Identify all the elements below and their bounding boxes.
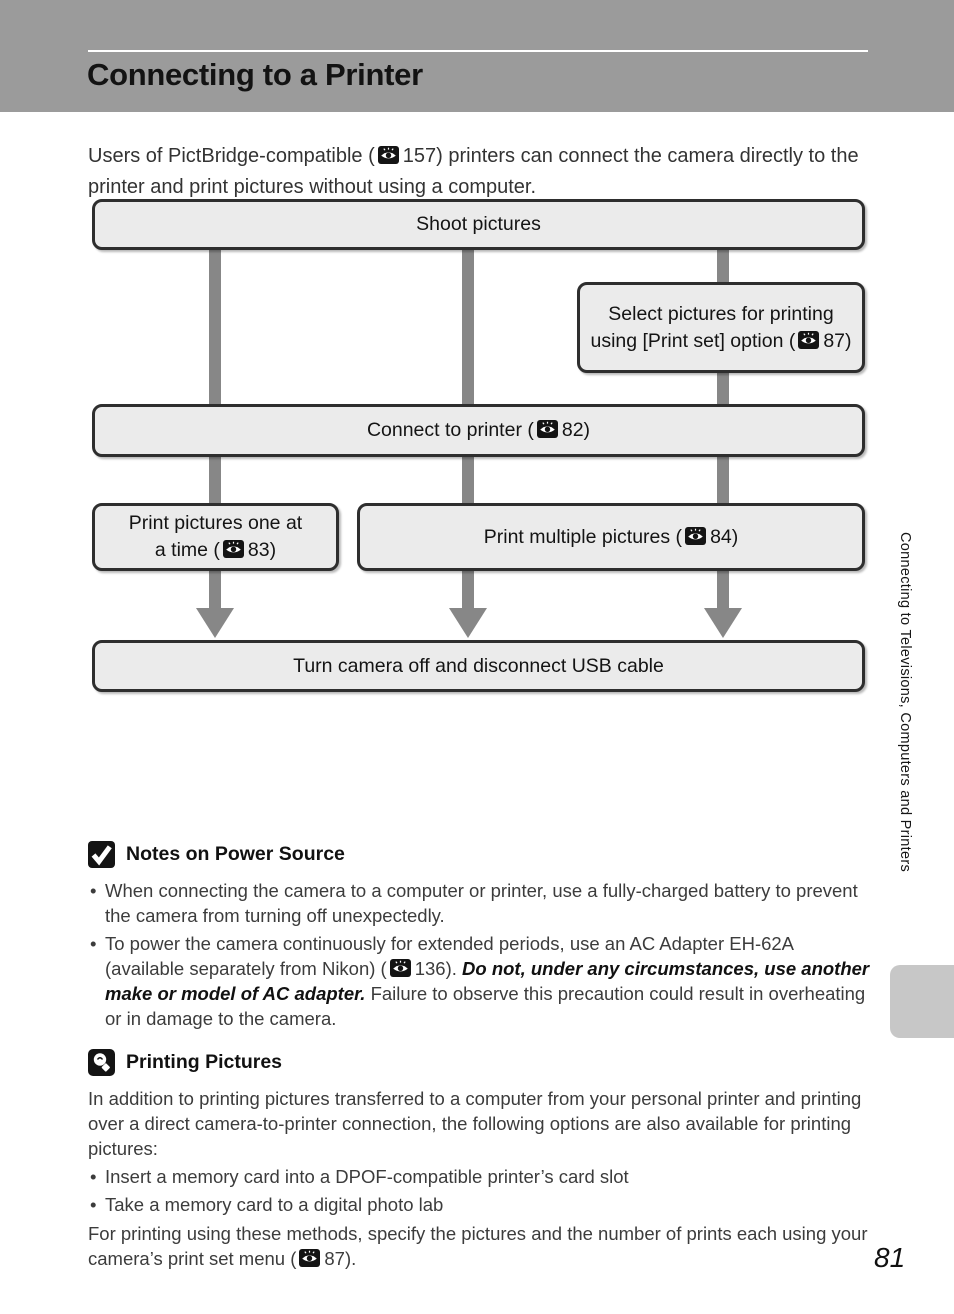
flow-turn-off-label: Turn camera off and disconnect USB cable <box>293 654 664 677</box>
page-reference-icon <box>299 1249 321 1267</box>
printing-outro-ref: 87). <box>324 1248 357 1269</box>
flow-print-one-line2: a time ( 83) <box>155 537 276 564</box>
notes-title: Notes on Power Source <box>126 843 345 865</box>
header-band <box>0 0 954 112</box>
notes-bullet-1: When connecting the camera to a computer… <box>88 878 874 928</box>
flow-select-line1: Select pictures for printing <box>608 302 834 325</box>
flow-connect-line: Connect to printer ( 82) <box>367 417 590 444</box>
printing-title: Printing Pictures <box>126 1051 283 1073</box>
flow-print-multi-ref: 84) <box>710 525 739 548</box>
page-reference-icon <box>798 330 820 349</box>
intro-text-pre: Users of PictBridge-compatible ( <box>88 145 375 167</box>
flow-box-shoot-label: Shoot pictures <box>416 213 541 235</box>
page-reference-icon <box>389 959 411 977</box>
flow-select-ref: 87) <box>823 329 852 352</box>
printing-section: Printing Pictures In addition to printin… <box>88 1049 874 1274</box>
printing-heading: Printing Pictures <box>88 1049 874 1076</box>
page-reference-icon <box>685 526 707 545</box>
flow-box-turn-off: Turn camera off and disconnect USB cable <box>92 640 865 692</box>
flow-arrowhead-center <box>449 608 487 638</box>
printing-bullet-2: Take a memory card to a digital photo la… <box>88 1192 874 1217</box>
printing-paragraph: In addition to printing pictures transfe… <box>88 1088 862 1159</box>
intro-text-post: printers can connect the camera directly… <box>88 145 859 198</box>
chapter-sidebar-label: Connecting to Televisions, Computers and… <box>897 532 913 873</box>
flow-select-line2-pre: using [Print set] option ( <box>590 329 796 352</box>
page-reference-icon <box>377 146 399 164</box>
flow-box-print-one: Print pictures one at a time ( 83) <box>92 503 339 571</box>
flow-arrowhead-left <box>196 608 234 638</box>
flow-box-select-pictures: Select pictures for printing using [Prin… <box>577 282 865 373</box>
tip-lightbulb-icon <box>88 1049 115 1076</box>
page-reference-icon <box>536 420 558 438</box>
flow-arrow-shaft-center <box>462 569 474 610</box>
flow-select-line2: using [Print set] option ( 87) <box>590 328 851 355</box>
intro-text-ref: 157) <box>402 145 443 167</box>
flow-box-shoot-pictures: Shoot pictures <box>92 199 865 250</box>
note-check-icon <box>88 841 115 868</box>
flow-arrow-shaft-right <box>717 569 729 610</box>
printing-outro: For printing using these methods, specif… <box>88 1221 874 1271</box>
flow-arrowhead-right <box>704 608 742 638</box>
flow-box-print-multiple: Print multiple pictures ( 84) <box>357 503 865 571</box>
printing-outro-pre: For printing using these methods, specif… <box>88 1223 868 1269</box>
flow-print-one-ref: 83) <box>247 539 277 561</box>
intro-paragraph: Users of PictBridge-compatible ( 157) pri… <box>88 141 872 203</box>
flow-box-connect-printer: Connect to printer ( 82) <box>92 404 865 457</box>
flow-connect-ref: 82) <box>561 419 591 441</box>
notes-bullet2-ref: 136). <box>414 958 457 979</box>
flow-print-one-line1: Print pictures one at <box>128 512 303 534</box>
header-rule <box>88 50 868 52</box>
page-reference-icon <box>222 540 244 558</box>
notes-bullet2-warning: Do not, under any circumstances, use ano… <box>105 958 870 1004</box>
flow-print-one-pre: a time ( <box>154 539 220 561</box>
printing-bullet-1: Insert a memory card into a DPOF-compati… <box>88 1164 874 1189</box>
page-title: Connecting to a Printer <box>87 57 423 92</box>
flow-print-multi-pre: Print multiple pictures ( <box>483 525 683 548</box>
notes-section: Notes on Power Source When connecting th… <box>88 841 874 1031</box>
flow-print-multi-line: Print multiple pictures ( 84) <box>484 524 739 551</box>
chapter-tab-marker <box>890 965 954 1038</box>
notes-bullet2-pre: To power the camera continuously for ext… <box>105 933 793 979</box>
notes-bullet2-post: Failure to observe this precaution could… <box>105 983 866 1029</box>
flow-connect-pre: Connect to printer ( <box>366 419 534 441</box>
flow-arrow-shaft-left <box>209 569 221 610</box>
notes-bullet-2: To power the camera continuously for ext… <box>88 931 874 1031</box>
notes-heading: Notes on Power Source <box>88 841 874 868</box>
page-number: 81 <box>874 1242 906 1273</box>
